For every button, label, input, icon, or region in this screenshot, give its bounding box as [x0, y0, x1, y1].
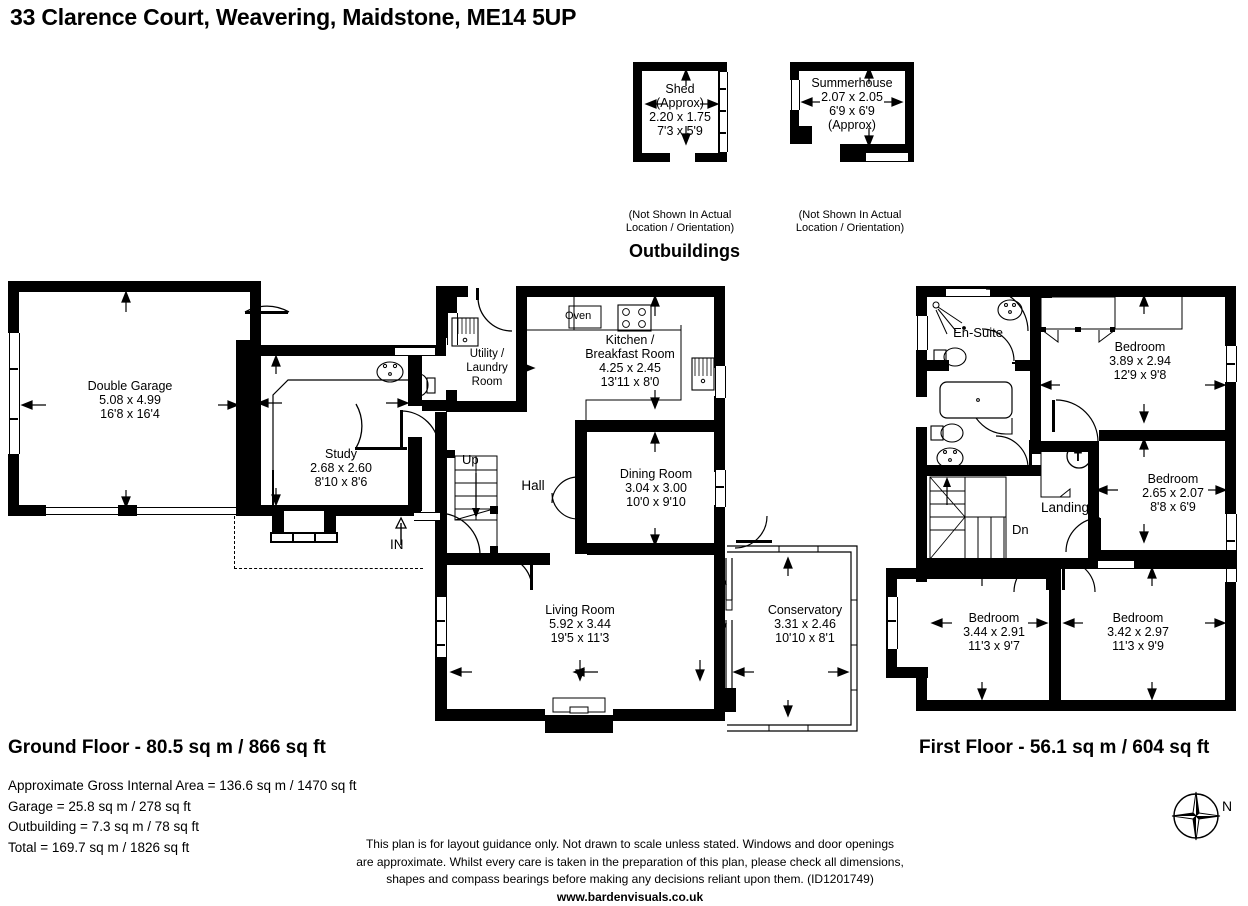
room-bedroom2-metric: 2.65 x 2.07 — [1110, 486, 1236, 501]
room-dining-name: Dining Room — [587, 467, 725, 482]
room-bedroom4-imperial: 11'3 x 9'9 — [1075, 639, 1201, 654]
room-bedroom4-name: Bedroom — [1075, 611, 1201, 626]
room-bedroom4-metric: 3.42 x 2.97 — [1075, 625, 1201, 640]
room-study-metric: 2.68 x 2.60 — [261, 461, 421, 476]
room-hall-name: Hall — [498, 479, 568, 494]
room-utility-name3: Room — [446, 376, 528, 389]
outbuildings-heading: Outbuildings — [629, 241, 740, 262]
summerhouse-metric: 2.07 x 2.05 — [790, 90, 914, 105]
kitchen-oven-label: Oven — [565, 310, 605, 324]
room-ensuite-name: En-Suite — [938, 326, 1018, 341]
room-dining-metric: 3.04 x 3.00 — [587, 481, 725, 496]
summerhouse-approx: (Approx) — [790, 118, 914, 133]
area-gross: Approximate Gross Internal Area = 136.6 … — [8, 776, 357, 797]
disclaimer-line-1: This plan is for layout guidance only. N… — [280, 836, 980, 854]
shed-metric: 2.20 x 1.75 — [633, 110, 727, 125]
summerhouse-imperial: 6'9 x 6'9 — [790, 104, 914, 119]
ground-floor-label: Ground Floor - 80.5 sq m / 866 sq ft — [8, 737, 326, 759]
room-study-imperial: 8'10 x 8'6 — [261, 475, 421, 490]
disclaimer: This plan is for layout guidance only. N… — [280, 836, 980, 906]
room-living-imperial: 19'5 x 11'3 — [500, 631, 660, 646]
room-bedroom3-metric: 3.44 x 2.91 — [936, 625, 1052, 640]
room-landing-name: Landing — [1030, 501, 1100, 516]
room-conservatory-name: Conservatory — [740, 603, 870, 618]
stairs-dn-label: Dn — [1012, 522, 1029, 537]
shed-name: Shed — [633, 82, 727, 97]
room-conservatory-imperial: 10'10 x 8'1 — [740, 631, 870, 646]
room-dining-imperial: 10'0 x 9'10 — [587, 495, 725, 510]
shed-approx: (Approx) — [633, 96, 727, 111]
room-kitchen-name: Kitchen / — [540, 333, 720, 348]
summerhouse-note-2: Location / Orientation) — [783, 222, 917, 236]
room-living-metric: 5.92 x 3.44 — [500, 617, 660, 632]
compass-north-label: N — [1222, 798, 1232, 814]
room-kitchen-metric: 4.25 x 2.45 — [540, 361, 720, 376]
website-link[interactable]: www.bardenvisuals.co.uk — [280, 889, 980, 906]
compass-rose — [1168, 788, 1224, 844]
shed-imperial: 7'3 x 5'9 — [633, 124, 727, 139]
room-double-garage-imperial: 16'8 x 16'4 — [30, 407, 230, 422]
stairs-up-label: Up — [462, 452, 479, 467]
room-kitchen-imperial: 13'11 x 8'0 — [540, 375, 720, 390]
room-utility-name: Utility / — [446, 348, 528, 361]
area-garage: Garage = 25.8 sq m / 278 sq ft — [8, 797, 357, 818]
shed-note-2: Location / Orientation) — [613, 222, 747, 236]
room-bedroom3-name: Bedroom — [936, 611, 1052, 626]
room-bedroom2-imperial: 8'8 x 6'9 — [1110, 500, 1236, 515]
room-bedroom1-imperial: 12'9 x 9'8 — [1060, 368, 1220, 383]
summerhouse-name: Summerhouse — [790, 76, 914, 91]
room-living-name: Living Room — [500, 603, 660, 618]
room-conservatory-metric: 3.31 x 2.46 — [740, 617, 870, 632]
shed-note-1: (Not Shown In Actual — [613, 209, 747, 223]
room-kitchen-name2: Breakfast Room — [540, 347, 720, 362]
page-title: 33 Clarence Court, Weavering, Maidstone,… — [10, 4, 576, 31]
room-bedroom2-name: Bedroom — [1110, 472, 1236, 487]
room-bedroom3-imperial: 11'3 x 9'7 — [936, 639, 1052, 654]
disclaimer-line-3: shapes and compass bearings before makin… — [280, 871, 980, 889]
disclaimer-line-2: are approximate. Whilst every care is ta… — [280, 854, 980, 872]
first-floor-label: First Floor - 56.1 sq m / 604 sq ft — [919, 737, 1209, 759]
summerhouse-note-1: (Not Shown In Actual — [783, 209, 917, 223]
room-utility-name2: Laundry — [446, 362, 528, 375]
tank-label: T — [1074, 449, 1082, 464]
room-double-garage-metric: 5.08 x 4.99 — [30, 393, 230, 408]
room-bedroom1-name: Bedroom — [1060, 340, 1220, 355]
area-outbuilding: Outbuilding = 7.3 sq m / 78 sq ft — [8, 817, 357, 838]
room-study-name: Study — [261, 447, 421, 462]
room-bedroom1-metric: 3.89 x 2.94 — [1060, 354, 1220, 369]
compass-icon — [1168, 788, 1224, 844]
room-double-garage-name: Double Garage — [30, 379, 230, 394]
